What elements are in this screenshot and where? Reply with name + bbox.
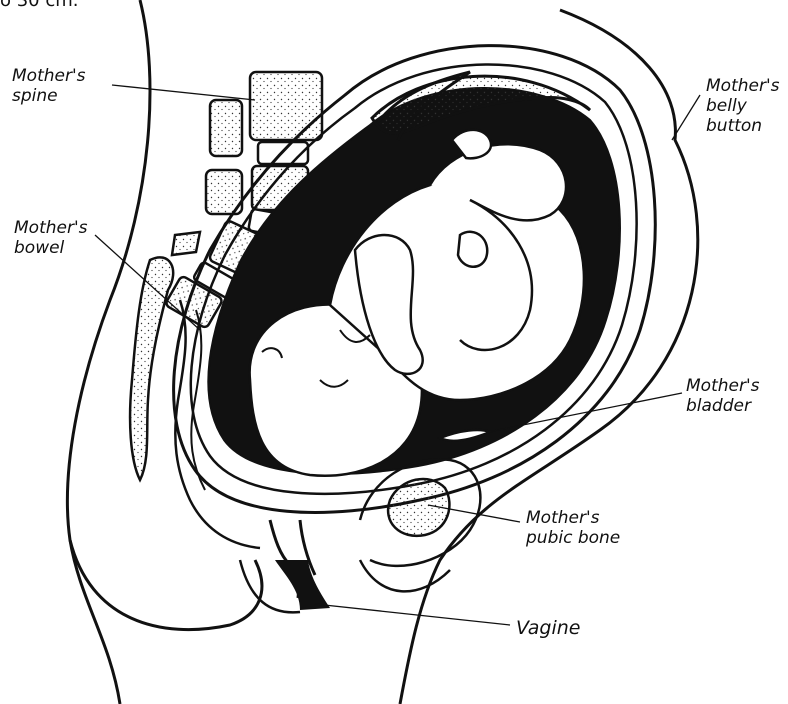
label-vagina: Vagine bbox=[516, 618, 581, 638]
vagina-canal bbox=[275, 560, 330, 610]
label-mothers-bowel: Mother's bowel bbox=[14, 218, 88, 258]
label-mothers-belly-button: Mother's belly button bbox=[706, 76, 780, 136]
label-mothers-spine: Mother's spine bbox=[12, 66, 86, 106]
label-mothers-pubic-bone: Mother's pubic bone bbox=[526, 508, 620, 548]
mother-buttock-outline bbox=[70, 540, 262, 630]
label-mothers-bladder: Mother's bladder bbox=[686, 376, 760, 416]
